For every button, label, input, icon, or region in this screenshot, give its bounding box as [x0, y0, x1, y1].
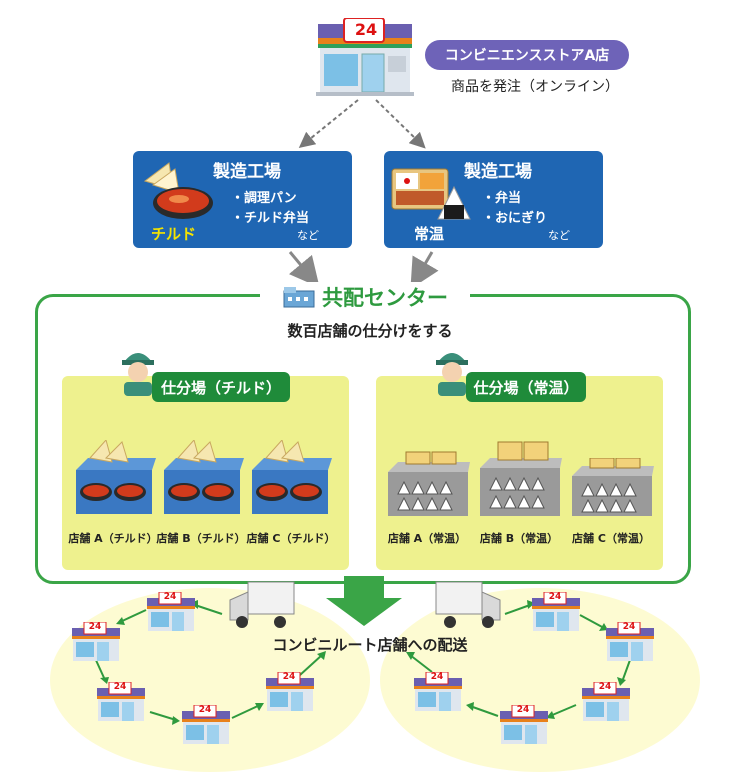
factory-item: ・チルド弁当 — [231, 211, 310, 226]
tray-label: 店舗 B（常温） — [479, 532, 559, 545]
route-store-sign: 24 — [282, 672, 296, 682]
ambient-tray-icon — [388, 451, 470, 516]
delivery-routes — [50, 576, 700, 772]
order-label: 商品を発注（オンライン） — [451, 79, 619, 95]
route-store-sign: 24 — [548, 592, 562, 602]
worker-icon — [122, 353, 154, 396]
temp-label: 常温 — [414, 225, 445, 243]
tray-label: 店舗 B（チルド） — [156, 532, 246, 545]
chilled-tray-icon — [252, 440, 332, 514]
route-store-sign: 24 — [516, 705, 530, 715]
chilled-tray-icon — [76, 440, 156, 514]
route-store-icon: 24 — [264, 671, 316, 714]
route-store-icon: 24 — [95, 681, 147, 724]
store-sign: 24 — [354, 20, 378, 39]
store-icon — [316, 18, 414, 96]
route-store-icon: 24 — [580, 681, 632, 724]
tray-label: 店舗 C（チルド） — [246, 532, 336, 545]
down-arrow-icon — [326, 576, 402, 626]
route-store-sign: 24 — [113, 682, 127, 692]
ambient-tray-icon — [480, 441, 562, 516]
tray-label: 店舗 A（チルド） — [68, 532, 158, 545]
worker-icon — [436, 353, 468, 396]
route-store-sign: 24 — [163, 592, 177, 602]
factory-item: ・調理パン — [231, 191, 297, 206]
truck-icon — [229, 581, 295, 628]
route-store-icon: 24 — [70, 621, 122, 664]
tray-label: 店舗 A（常温） — [387, 532, 467, 545]
center-title: 共配センター — [322, 286, 448, 310]
factory-ambient: 製造工場 ・弁当 ・おにぎり など 常温 — [384, 151, 603, 248]
factory-title: 製造工場 — [464, 162, 532, 182]
route-store-icon: 24 — [412, 671, 464, 714]
store-badge: コンビニエンスストアA店 — [425, 40, 629, 70]
route-store-icon: 24 — [604, 621, 656, 664]
route-label: コンビニルート店舗への配送 — [272, 636, 468, 654]
route-store-sign: 24 — [622, 622, 636, 632]
factory-title: 製造工場 — [213, 162, 281, 182]
route-store-icon: 24 — [145, 591, 197, 634]
sandwich-bento-icon — [143, 162, 213, 219]
center-subtitle: 数百店舗の仕分けをする — [287, 322, 453, 340]
route-store-sign: 24 — [430, 672, 444, 682]
factory-note: など — [548, 229, 570, 242]
temp-label: チルド — [151, 225, 197, 243]
warehouse-icon — [283, 287, 315, 308]
truck-icon — [435, 581, 501, 628]
tray-label: 店舗 C（常温） — [572, 532, 650, 545]
factory-note: など — [297, 229, 319, 242]
factory-item: ・弁当 — [482, 191, 522, 206]
sorting-label: 仕分場（チルド） — [152, 372, 290, 402]
route-store-sign: 24 — [598, 682, 612, 692]
factory-chilled: 製造工場 ・調理パン ・チルド弁当 など チルド — [133, 151, 352, 248]
route-store-sign: 24 — [88, 622, 102, 632]
route-store-icon: 24 — [530, 591, 582, 634]
chilled-tray-icon — [164, 440, 244, 514]
factory-item: ・おにぎり — [482, 211, 548, 226]
center-header: 共配センター — [260, 282, 470, 312]
sorting-label: 仕分場（常温） — [466, 372, 586, 402]
bento-onigiri-icon — [391, 168, 471, 220]
order-arrows — [288, 99, 439, 289]
ambient-tray-icon — [572, 458, 654, 516]
route-store-icon: 24 — [498, 704, 550, 747]
route-store-sign: 24 — [198, 705, 212, 715]
route-store-icon: 24 — [180, 704, 232, 747]
